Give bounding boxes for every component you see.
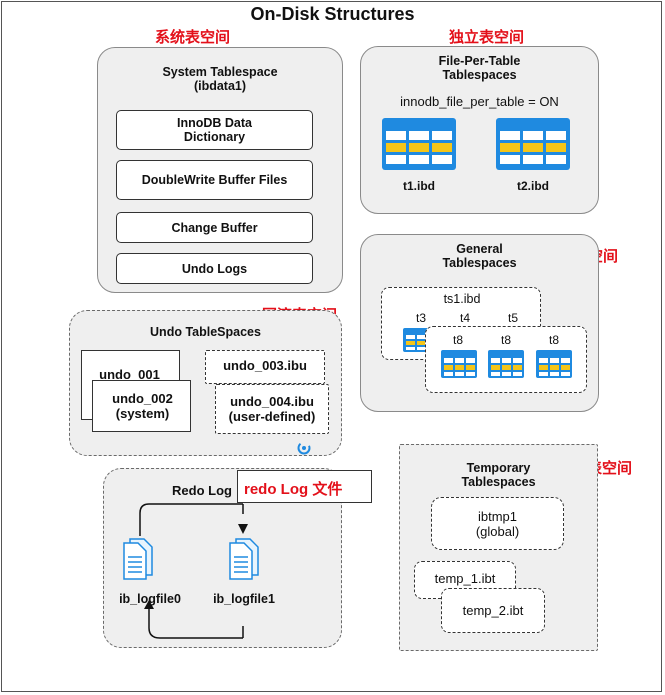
undo-003-label: undo_003.ibu xyxy=(223,358,307,373)
file-per-table-title-line2: Tablespaces xyxy=(442,68,517,82)
undo-004-box: undo_004.ibu (user-defined) xyxy=(215,384,329,434)
file-per-table-title-line1: File-Per-Table xyxy=(438,54,521,68)
table-icon-t8-1 xyxy=(441,350,477,378)
undo-002-label-line2: (system) xyxy=(115,406,170,421)
table-icon-t8-2 xyxy=(488,350,524,378)
system-tablespace-group: System Tablespace (ibdata1) InnoDB Data … xyxy=(97,47,343,293)
undo-003-box: undo_003.ibu xyxy=(205,350,325,384)
temporary-title-line2: Tablespaces xyxy=(461,475,536,489)
table-t8-label-1: t8 xyxy=(452,333,463,347)
table-icon-t8-3 xyxy=(536,350,572,378)
t8-container-box: t8 t8 t8 xyxy=(425,326,587,393)
document-icon-ib-logfile1 xyxy=(229,538,259,580)
undo-004-label-line1: undo_004.ibu xyxy=(230,394,314,409)
item-innodb-data-dictionary: InnoDB Data Dictionary xyxy=(116,110,313,150)
item-undo-logs: Undo Logs xyxy=(116,253,313,284)
table-t8-label-2: t8 xyxy=(500,333,511,347)
redo-callout-label: redo Log 文件 xyxy=(244,481,343,498)
ib-logfile0-label: ib_logfile0 xyxy=(119,592,181,606)
general-title-line1: General xyxy=(456,242,503,256)
temp-1-label: temp_1.ibt xyxy=(434,571,496,586)
item-doublewrite-buffer: DoubleWrite Buffer Files xyxy=(116,160,313,200)
system-tablespace-title: System Tablespace xyxy=(162,65,278,79)
annotation-system: 系统表空间 xyxy=(155,29,231,46)
temporary-title-line1: Temporary xyxy=(466,461,531,475)
file-t1-label: t1.ibd xyxy=(403,179,435,193)
annotation-file-per-table: 独立表空间 xyxy=(449,29,525,46)
undo-004-label-line2: (user-defined) xyxy=(228,409,316,424)
table-t5-label: t5 xyxy=(507,311,518,325)
system-tablespace-subtitle: (ibdata1) xyxy=(193,79,247,93)
undo-002-box: undo_002 (system) xyxy=(92,380,191,432)
file-t2-label: t2.ibd xyxy=(517,179,549,193)
table-t8-label-3: t8 xyxy=(548,333,559,347)
temp-2-box: temp_2.ibt xyxy=(441,588,545,633)
redo-cycle-arrows xyxy=(139,503,248,639)
file-per-table-setting: innodb_file_per_table = ON xyxy=(400,94,559,109)
undo-title: Undo TableSpaces xyxy=(150,325,261,339)
undo-002-label-line1: undo_002 xyxy=(112,391,173,406)
spinner-icon xyxy=(297,441,311,455)
document-icon-ib-logfile0 xyxy=(123,538,153,580)
ibtmp1-box: ibtmp1 (global) xyxy=(431,497,564,550)
table-t4-label: t4 xyxy=(459,311,470,325)
redo-callout-box: redo Log 文件 xyxy=(237,470,372,503)
table-t3-label: t3 xyxy=(415,311,426,325)
ibtmp1-label-line2: (global) xyxy=(475,523,520,539)
ib-logfile1-label: ib_logfile1 xyxy=(213,592,275,606)
table-icon-t1 xyxy=(382,118,456,170)
diagram-title: On-Disk Structures xyxy=(250,4,415,24)
redo-log-title: Redo Log xyxy=(172,483,232,498)
ts1-ibd-label: ts1.ibd xyxy=(443,292,481,306)
undo-001-label: undo_001 xyxy=(99,367,160,382)
ibtmp1-label-line1: ibtmp1 xyxy=(477,508,518,524)
table-icon-t2 xyxy=(496,118,570,170)
file-per-table-group: File-Per-Table Tablespaces innodb_file_p… xyxy=(360,46,599,214)
temp-2-label: temp_2.ibt xyxy=(462,602,524,618)
general-title-line2: Tablespaces xyxy=(442,256,517,270)
item-change-buffer: Change Buffer xyxy=(116,212,313,243)
